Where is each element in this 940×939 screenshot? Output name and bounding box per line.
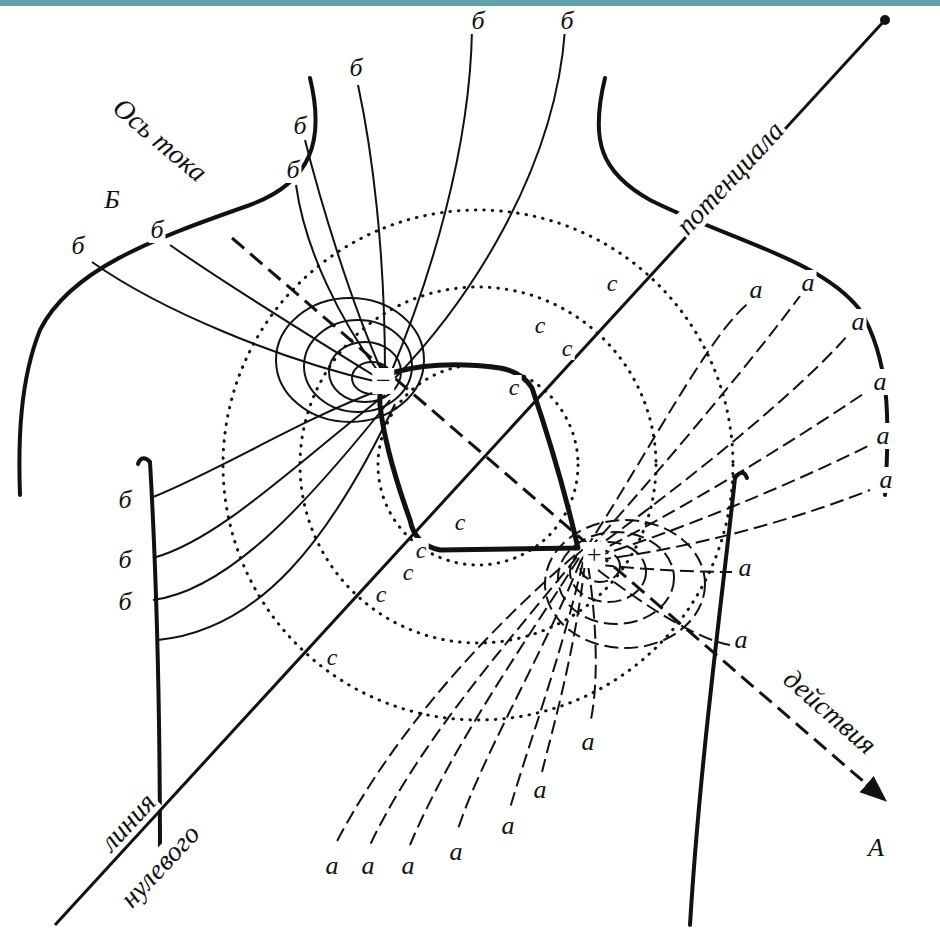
field-letter: б xyxy=(116,547,133,573)
field-letter: с xyxy=(507,375,522,399)
field-letter: а xyxy=(532,777,549,803)
field-letter: а xyxy=(500,813,517,839)
field-letter: − xyxy=(372,368,394,394)
field-letter: Б xyxy=(102,187,121,213)
field-letter: б xyxy=(347,55,364,81)
field-letter: а xyxy=(800,270,817,296)
field-letter: б xyxy=(291,113,308,139)
field-letter: б xyxy=(148,217,165,243)
field-letter: а xyxy=(850,309,867,335)
field-letter: а xyxy=(737,555,754,581)
axis-label: Ось тока xyxy=(106,92,214,189)
axis-label: линия xyxy=(94,786,163,857)
zero-potential-line xyxy=(55,20,885,925)
axis-label: действия xyxy=(777,663,883,761)
field-letter: с xyxy=(605,271,620,295)
field-letter: б xyxy=(469,8,486,34)
field-letter: а xyxy=(448,839,465,865)
field-letter: а xyxy=(748,277,765,303)
current-axis xyxy=(232,238,885,800)
positive-field-lines xyxy=(335,296,870,845)
torso-outline xyxy=(19,78,887,925)
field-letter: а xyxy=(324,853,341,879)
field-letter: б xyxy=(558,8,575,34)
field-letter: а xyxy=(360,853,377,879)
field-letter: б xyxy=(284,157,301,183)
field-letter: + xyxy=(583,542,605,568)
field-letter: с xyxy=(374,582,389,606)
field-letter: а xyxy=(872,369,889,395)
field-letter: а xyxy=(733,627,750,653)
field-letter: с xyxy=(560,336,575,360)
field-letter: с xyxy=(414,538,429,562)
field-letter: б xyxy=(116,487,133,513)
axis-label: потенциала xyxy=(670,115,791,242)
field-letter: А xyxy=(866,835,886,861)
field-letter: с xyxy=(401,560,416,584)
heart-outline xyxy=(380,365,578,550)
field-letter: а xyxy=(400,853,417,879)
field-letter: с xyxy=(453,510,468,534)
field-letter: б xyxy=(69,233,86,259)
field-letter: с xyxy=(325,645,340,669)
top-band xyxy=(0,0,940,6)
field-letter: б xyxy=(116,589,133,615)
field-letter: а xyxy=(875,423,892,449)
line-end-dot xyxy=(880,15,890,25)
field-letter: с xyxy=(533,313,548,337)
field-letter: а xyxy=(878,467,895,493)
field-letter: а xyxy=(580,729,597,755)
